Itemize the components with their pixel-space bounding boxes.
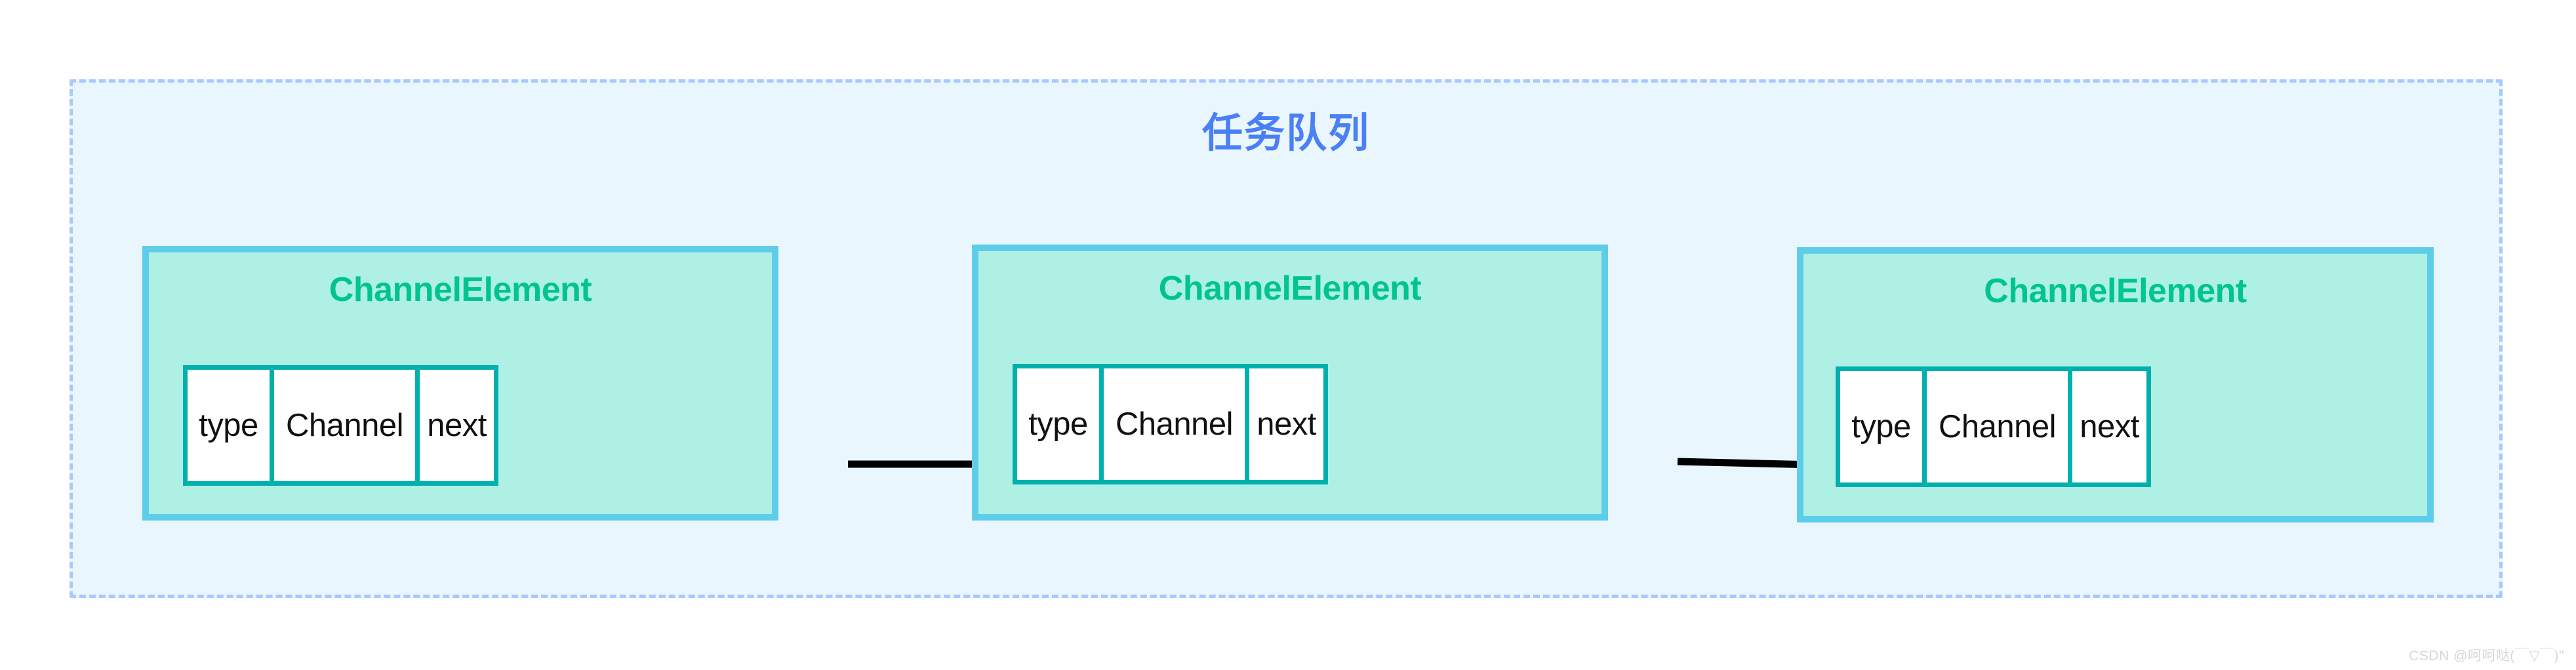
channel-element-title: ChannelElement [1984, 272, 2247, 310]
field-cell-type: type [1017, 368, 1099, 480]
field-cell-channel: Channel [1104, 368, 1245, 480]
channel-element-card-3: ChannelElement type Channel next [1797, 247, 2434, 522]
field-cell-type: type [188, 370, 270, 481]
field-cell-next: next [2072, 371, 2146, 483]
field-cell-channel: Channel [274, 370, 415, 481]
task-queue-container: 任务队列 ChannelElement type Channel next Ch… [70, 79, 2503, 598]
field-cell-channel: Channel [1927, 371, 2068, 483]
field-row: type Channel next [1013, 364, 1328, 484]
watermark: CSDN @呵呵哒(￣▽￣)" [2409, 648, 2564, 663]
channel-element-title: ChannelElement [329, 271, 592, 309]
field-row: type Channel next [1836, 366, 2151, 487]
queue-title: 任务队列 [1201, 111, 1370, 156]
field-row: type Channel next [183, 365, 498, 486]
channel-element-card-2: ChannelElement type Channel next [972, 245, 1608, 521]
field-cell-next: next [420, 370, 494, 481]
channel-element-title: ChannelElement [1158, 269, 1422, 307]
field-cell-next: next [1249, 368, 1323, 480]
channel-element-card-1: ChannelElement type Channel next [142, 246, 778, 521]
field-cell-type: type [1840, 371, 1922, 483]
